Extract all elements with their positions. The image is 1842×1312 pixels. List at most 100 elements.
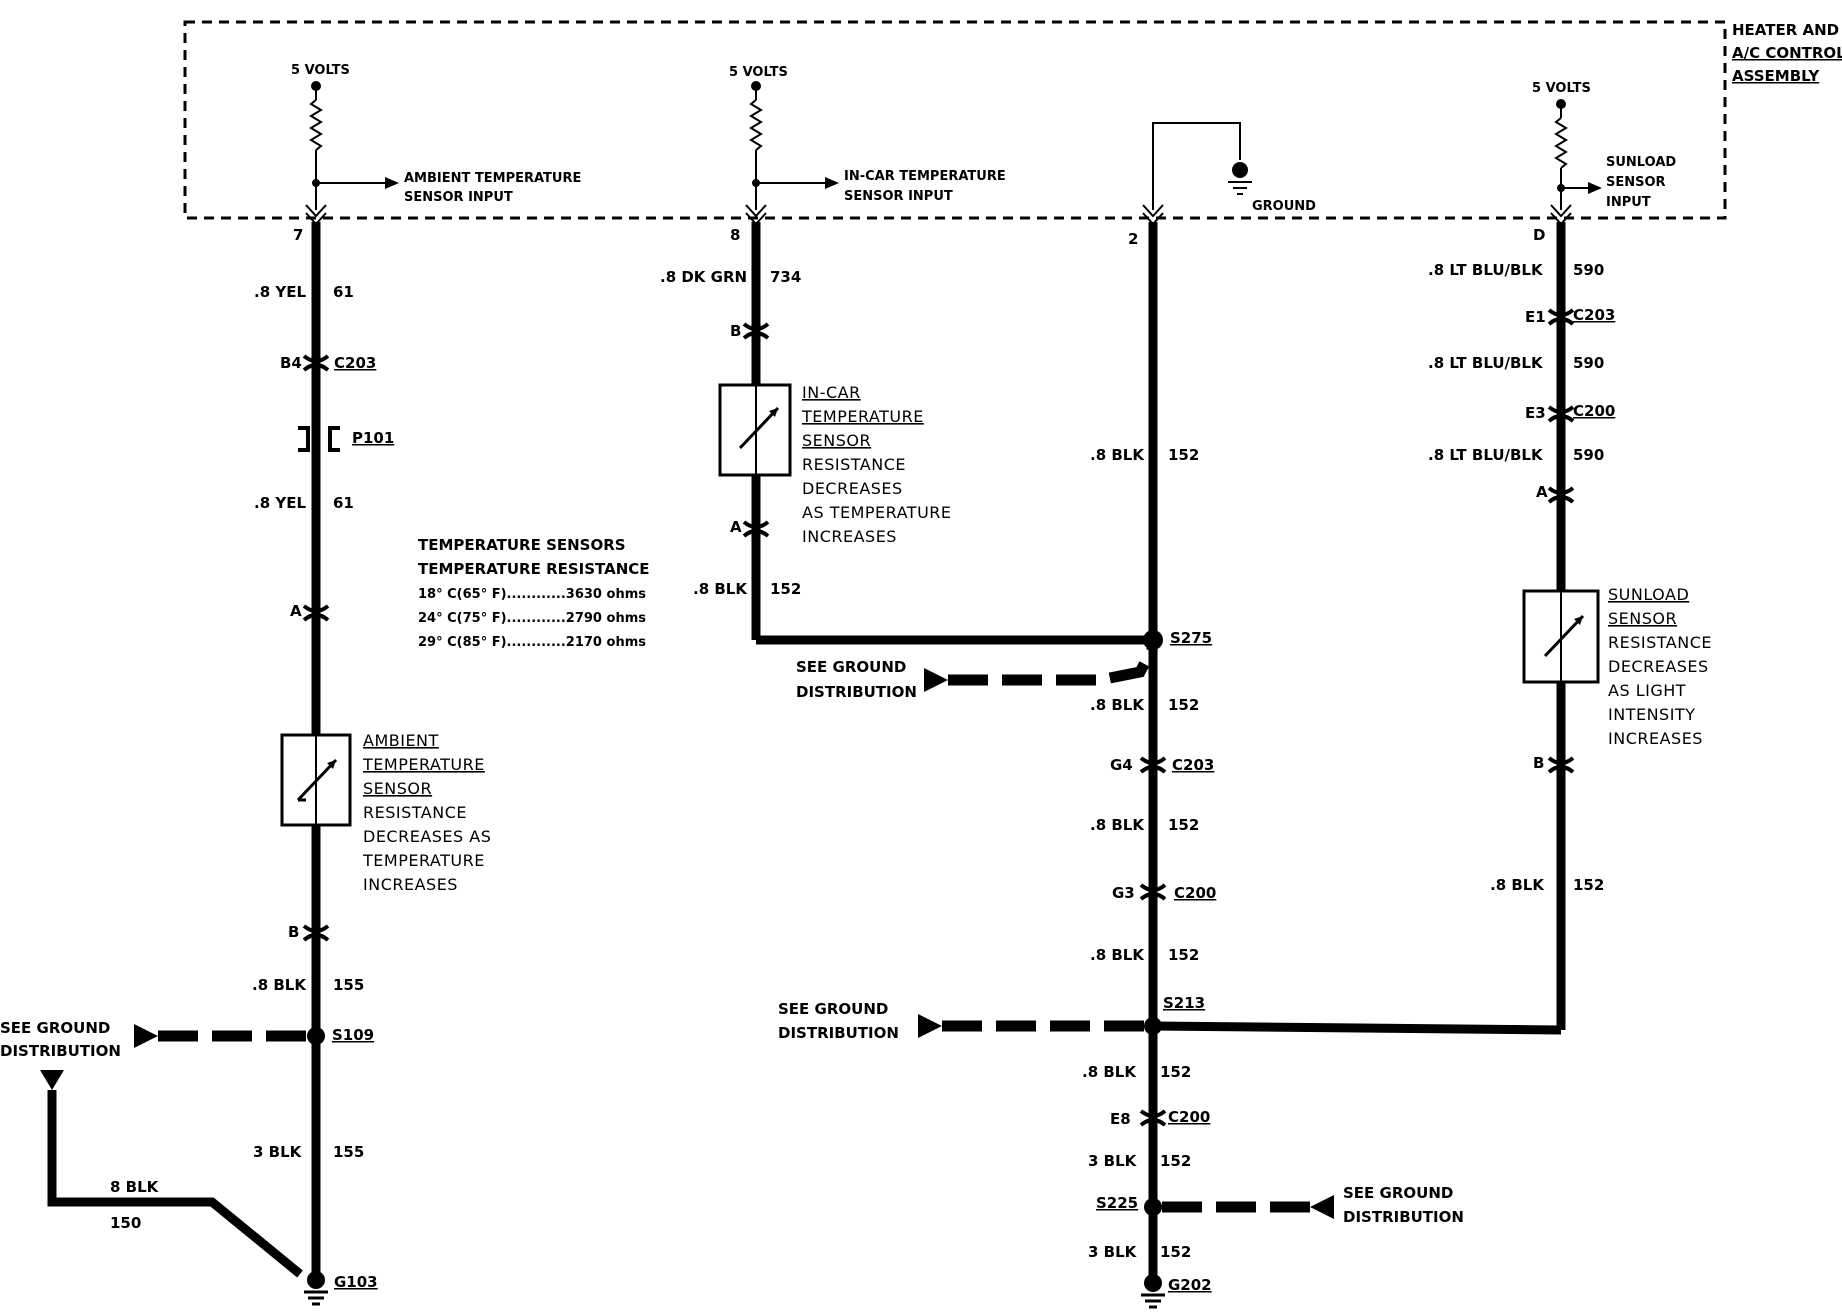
wire-152-gnd-4: 152 [1168,946,1199,964]
conn-g4: G4 [1110,756,1133,774]
incar-sensor-text-6: AS TEMPERATURE [802,503,952,522]
ambient-sensor-text-7: INCREASES [363,875,458,894]
wire-blk-sun: .8 BLK [1490,876,1545,894]
sunload-input-label-3: INPUT [1606,195,1651,210]
ambient-sensor-text-6: TEMPERATURE [362,851,485,870]
temperature-table: TEMPERATURE SENSORS TEMPERATURE RESISTAN… [418,536,650,650]
conn-b-sun: B [1533,754,1544,772]
table-title-1: TEMPERATURE SENSORS [418,536,626,554]
sunload-5v-label: 5 VOLTS [1532,81,1591,96]
control-assembly-boundary [183,20,1727,220]
wire-ltblu-3: .8 LT BLU/BLK [1428,446,1544,464]
conn-c200-sun: C200 [1573,402,1615,420]
incar-sensor-text-7: INCREASES [802,527,897,546]
conn-c200-gnd-2: C200 [1168,1108,1210,1126]
table-row-3: 29° C(85° F)............2170 ohms [418,635,646,650]
conn-a-amb: A [290,602,302,620]
conn-g3: G3 [1112,884,1135,902]
wire-155-label-1: 155 [333,976,364,994]
wire-yel-label-2: .8 YEL [254,494,306,512]
wire-590-1: 590 [1573,261,1604,279]
ground-ref-2-line1: SEE GROUND [796,658,906,676]
conn-c203-amb: C203 [334,354,376,372]
sunload-sensor-text-2: SENSOR [1608,609,1677,628]
wire-152-gnd-3: 152 [1168,816,1199,834]
wire-734-label: 734 [770,268,801,286]
splice-s109 [307,1027,325,1045]
incar-sensor-text-2: TEMPERATURE [801,407,924,426]
ground-ref-4-line1: SEE GROUND [1343,1184,1453,1202]
splice-s109-label: S109 [332,1026,374,1044]
assembly-title-3: ASSEMBLY [1732,67,1820,85]
ground-g103: G103 [334,1273,378,1291]
wire-ltblu-1: .8 LT BLU/BLK [1428,261,1544,279]
ground-g202: G202 [1168,1276,1212,1294]
table-row-1: 18° C(65° F)............3630 ohms [418,587,646,602]
sunload-circuit: 5 VOLTS SUNLOAD SENSOR INPUT D .8 LT BLU… [1152,81,1712,1035]
wire-yel-label-1: .8 YEL [254,283,306,301]
assembly-title-2: A/C CONTROL [1732,44,1842,62]
wire-61-label-2: 61 [333,494,354,512]
sunload-input-label-2: SENSOR [1606,175,1666,190]
wire-155-label-2: 155 [333,1143,364,1161]
sunload-sensor-text-4: DECREASES [1608,657,1709,676]
ambient-input-label-1: AMBIENT TEMPERATURE [404,171,581,186]
wire-590-2: 590 [1573,354,1604,372]
ground-ref-1-line2: DISTRIBUTION [0,1042,121,1060]
incar-sensor-text-3: SENSOR [802,431,871,450]
pin-7: 7 [293,226,303,244]
conn-e3: E3 [1525,404,1546,422]
wire-blk-incar: .8 BLK [693,580,748,598]
incar-5v-label: 5 VOLTS [729,65,788,80]
conn-a-incar: A [730,518,742,536]
sunload-sensor-text-1: SUNLOAD [1608,585,1689,604]
wire-152-gnd-7: 152 [1160,1243,1191,1261]
wire-152-gnd-5: 152 [1160,1063,1191,1081]
ground-ref-1-line1: SEE GROUND [0,1019,110,1037]
ambient-sensor-text-5: DECREASES AS [363,827,491,846]
incar-input-label-1: IN-CAR TEMPERATURE [844,169,1006,184]
conn-e8: E8 [1110,1110,1131,1128]
wire-152-sun: 152 [1573,876,1604,894]
ambient-5v-label: 5 VOLTS [291,63,350,78]
ambient-sensor-text-2: TEMPERATURE [362,755,485,774]
ambient-sensor-text-3: SENSOR [363,779,432,798]
conn-c200-gnd: C200 [1174,884,1216,902]
ambient-circuit: 5 VOLTS AMBIENT TEMPERATURE SENSOR INPUT… [0,63,581,1306]
ground-ref-4-line2: DISTRIBUTION [1343,1208,1464,1226]
ambient-sensor-text-4: RESISTANCE [363,803,467,822]
incar-circuit: 5 VOLTS IN-CAR TEMPERATURE SENSOR INPUT … [660,65,1150,645]
wire-3blk-gnd-1: 3 BLK [1088,1152,1138,1170]
splice-s275 [1143,630,1163,650]
table-row-2: 24° C(75° F)............2790 ohms [418,611,646,626]
conn-e1: E1 [1525,308,1546,326]
wire-3blk-155: 3 BLK [253,1143,303,1161]
ground-ref-3-line1: SEE GROUND [778,1000,888,1018]
wire-blk-gnd-1: .8 BLK [1090,446,1145,464]
pin-2: 2 [1128,230,1138,248]
wire-ltblu-2: .8 LT BLU/BLK [1428,354,1544,372]
conn-b-incar: B [730,322,741,340]
incar-sensor-text-1: IN-CAR [802,383,861,402]
wire-blk-gnd-2: .8 BLK [1090,696,1145,714]
wire-blk-gnd-5: .8 BLK [1082,1063,1137,1081]
conn-a-sun: A [1536,483,1548,501]
wire-61-label-1: 61 [333,283,354,301]
ground-circuit: GROUND 2 .8 BLK 152 S275 SEE GROUND DIST… [778,122,1464,1309]
conn-p101: P101 [352,429,394,447]
incar-sensor-text-4: RESISTANCE [802,455,906,474]
splice-s213-label: S213 [1163,994,1205,1012]
ambient-input-label-2: SENSOR INPUT [404,190,513,205]
conn-b4: B4 [280,354,302,372]
conn-b-amb: B [288,923,299,941]
wire-152-gnd-1: 152 [1168,446,1199,464]
conn-c203-sun: C203 [1573,306,1615,324]
wire-blk-155-1: .8 BLK [252,976,307,994]
wire-blk-gnd-4: .8 BLK [1090,946,1145,964]
wire-dkgrn-label: .8 DK GRN [660,268,747,286]
sunload-sensor-text-3: RESISTANCE [1608,633,1712,652]
wire-8blk-label: 8 BLK [110,1178,160,1196]
sunload-sensor-text-6: INTENSITY [1608,705,1695,724]
splice-s225 [1144,1198,1162,1216]
